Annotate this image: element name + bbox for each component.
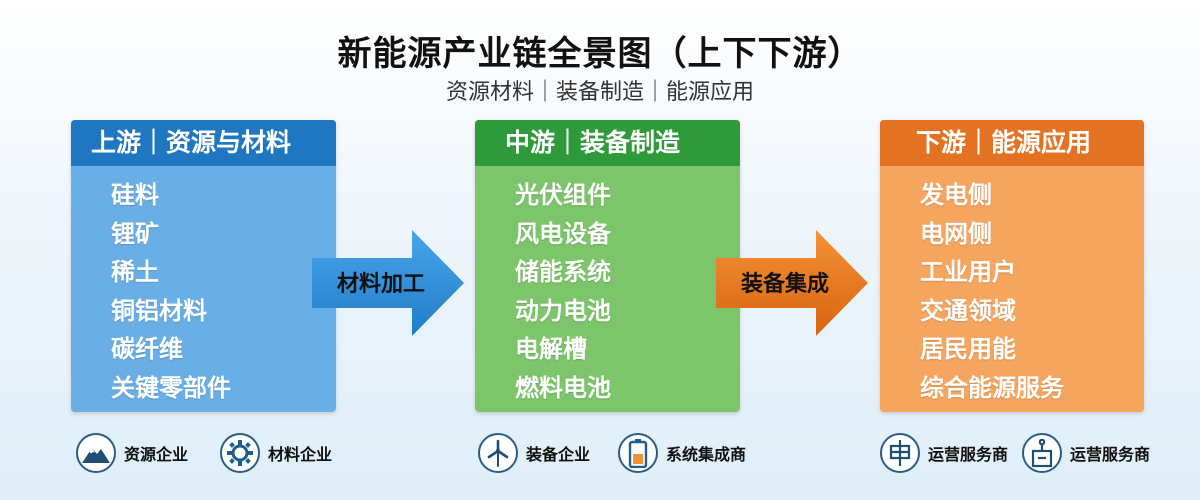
- midstream-panel: 中游｜装备制造 光伏组件 风电设备 储能系统 动力电池 电解槽 燃料电池: [475, 120, 740, 412]
- list-item: 锂矿: [111, 219, 159, 248]
- arrow-right-icon: [312, 230, 464, 336]
- gear-icon: [220, 433, 260, 473]
- downstream-list: 发电侧 电网侧 工业用户 交通领域 居民用能 综合能源服务: [880, 166, 1144, 407]
- list-item: 稀土: [111, 258, 159, 286]
- downstream-panel: 下游｜能源应用 发电侧 电网侧 工业用户 交通领域 居民用能 综合能源服务: [880, 120, 1144, 412]
- badge-label: 材料企业: [268, 445, 333, 464]
- list-item: 电网侧: [920, 219, 992, 248]
- list-item: 交通领域: [920, 296, 1016, 325]
- badge-label: 装备企业: [526, 445, 591, 464]
- list-item: 动力电池: [515, 296, 611, 325]
- badge-material-enterprise: 材料企业: [220, 432, 332, 474]
- charging-station-icon: [1022, 433, 1062, 473]
- wind-turbine-icon: [478, 433, 518, 473]
- list-item: 电解槽: [515, 335, 587, 363]
- list-item: 风电设备: [515, 219, 611, 248]
- badge-system-integrator: 系统集成商: [618, 432, 746, 474]
- list-item: 铜铝材料: [111, 296, 207, 325]
- arrow-label: 装备集成: [740, 272, 829, 297]
- arrow-label: 材料加工: [336, 272, 425, 297]
- list-item: 工业用户: [920, 258, 1016, 286]
- badge-label: 运营服务商: [928, 445, 1009, 464]
- page-subtitle: 资源材料｜装备制造｜能源应用: [445, 80, 754, 105]
- badge-label: 资源企业: [124, 445, 189, 464]
- list-item: 发电侧: [920, 181, 992, 209]
- battery-icon: [618, 433, 658, 473]
- list-item: 综合能源服务: [920, 373, 1064, 402]
- arrow-right-icon: [716, 230, 868, 336]
- list-item: 居民用能: [920, 335, 1016, 363]
- badge-label: 运营服务商: [1070, 445, 1151, 464]
- badge-operator-charging: 运营服务商: [1022, 432, 1150, 474]
- list-item: 硅料: [111, 181, 159, 209]
- page-title: 新能源产业链全景图（上下下游）: [337, 34, 863, 74]
- list-item: 储能系统: [515, 258, 611, 286]
- list-item: 光伏组件: [515, 181, 611, 209]
- flow-arrow-material-processing: 材料加工: [312, 230, 472, 336]
- badge-label: 系统集成商: [666, 445, 747, 464]
- upstream-panel: 上游｜资源与材料 硅料 锂矿 稀土 铜铝材料 碳纤维 关键零部件: [71, 120, 336, 412]
- list-item: 燃料电池: [515, 373, 611, 402]
- upstream-list: 硅料 锂矿 稀土 铜铝材料 碳纤维 关键零部件: [71, 166, 336, 407]
- badge-operator-grid: 运营服务商: [880, 432, 1008, 474]
- upstream-header: 上游｜资源与材料: [71, 120, 336, 166]
- list-item: 关键零部件: [111, 373, 231, 402]
- list-item: 碳纤维: [111, 335, 183, 363]
- badge-equipment-enterprise: 装备企业: [478, 432, 590, 474]
- midstream-list: 光伏组件 风电设备 储能系统 动力电池 电解槽 燃料电池: [475, 166, 740, 407]
- grid-tower-icon: [880, 433, 920, 473]
- mountain-icon: [76, 433, 116, 473]
- badge-resource-enterprise: 资源企业: [76, 432, 188, 474]
- flow-arrow-equipment-integration: 装备集成: [716, 230, 876, 336]
- midstream-header: 中游｜装备制造: [475, 120, 740, 166]
- downstream-header: 下游｜能源应用: [880, 120, 1144, 166]
